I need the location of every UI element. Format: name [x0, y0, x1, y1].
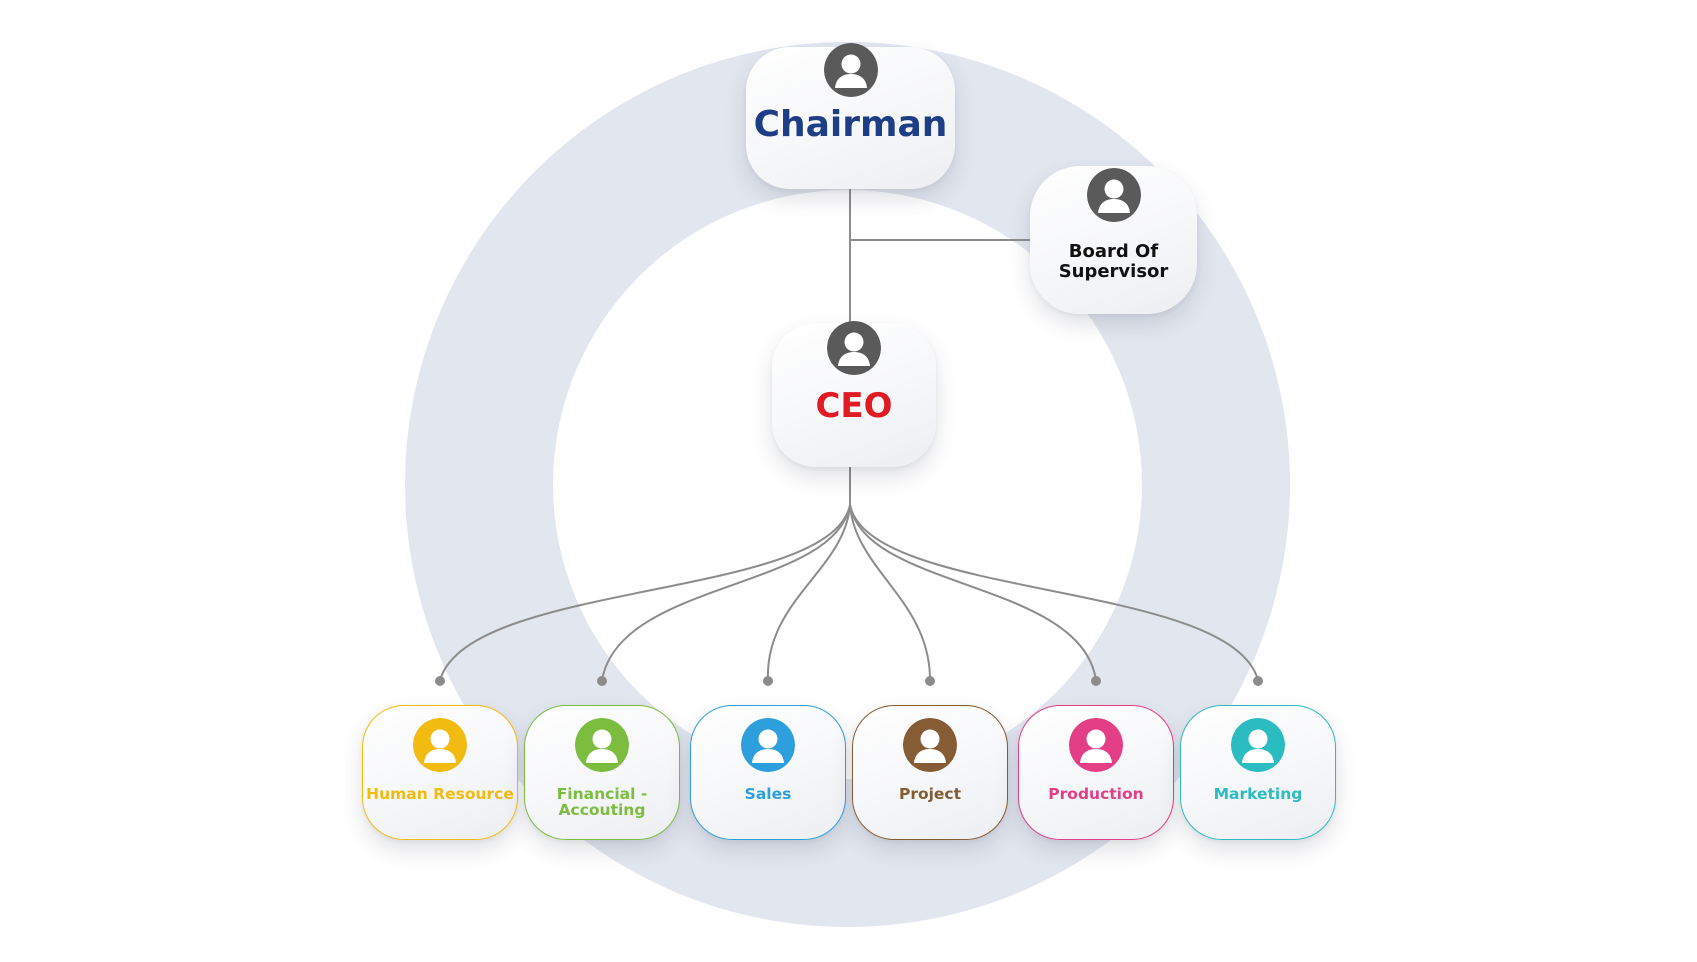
board-title-line-1: Board Of [1068, 241, 1159, 262]
person-avatar-icon [741, 718, 795, 772]
chairman-card: Chairman [746, 43, 955, 189]
ceo-card: CEO [772, 321, 936, 467]
dept-financial-accouting-card: Financial - Accouting [524, 705, 680, 840]
person-avatar-icon [413, 718, 467, 772]
board-title-line-2: Supervisor [1058, 261, 1169, 283]
person-avatar-icon [1231, 718, 1285, 772]
board-of-supervisor-card: Board Of Supervisor [1030, 166, 1197, 314]
dept-human-resource-card: Human Resource [362, 705, 518, 840]
person-avatar-icon [823, 43, 878, 97]
dept-production-title: Production [1019, 785, 1173, 803]
person-avatar-icon [1069, 718, 1123, 772]
dept-title-line-1: Sales [744, 785, 792, 803]
board-of-supervisor-title: Board Of Supervisor [1030, 241, 1197, 283]
dept-financial-accouting-title: Financial - Accouting [525, 786, 679, 819]
dept-sales-title: Sales [691, 785, 845, 803]
dept-marketing-title: Marketing [1181, 785, 1335, 803]
connector-project [849, 504, 931, 681]
connector-production [849, 504, 1097, 681]
dept-project-card: Project [852, 705, 1008, 840]
connector-dot [435, 676, 445, 686]
connector-dot [763, 676, 773, 686]
connector-sales [766, 504, 851, 681]
chairman-title: Chairman [753, 104, 948, 145]
dept-title-line-1: Marketing [1213, 785, 1303, 803]
dept-title-line-1: Human Resource [366, 785, 514, 803]
connector-financial [601, 504, 851, 681]
connector-human-resource [439, 504, 851, 681]
person-avatar-icon [903, 718, 957, 772]
dept-marketing-card: Marketing [1180, 705, 1336, 840]
connector-dot [1091, 676, 1101, 686]
dept-human-resource-title: Human Resource [363, 785, 517, 803]
dept-title-line-1: Financial - [556, 785, 648, 803]
connector-dot [597, 676, 607, 686]
dept-title-line-2: Accouting [558, 801, 646, 820]
connector-marketing [849, 504, 1259, 681]
dept-production-card: Production [1018, 705, 1174, 840]
dept-sales-card: Sales [690, 705, 846, 840]
ceo-title: CEO [815, 386, 893, 426]
person-avatar-icon [827, 321, 881, 375]
person-avatar-icon [1086, 168, 1141, 222]
connector-dot [1253, 676, 1263, 686]
dept-title-line-1: Project [898, 785, 962, 803]
dept-title-line-1: Production [1048, 785, 1144, 803]
connector-dot [925, 676, 935, 686]
person-avatar-icon [575, 718, 629, 772]
dept-project-title: Project [853, 785, 1007, 803]
